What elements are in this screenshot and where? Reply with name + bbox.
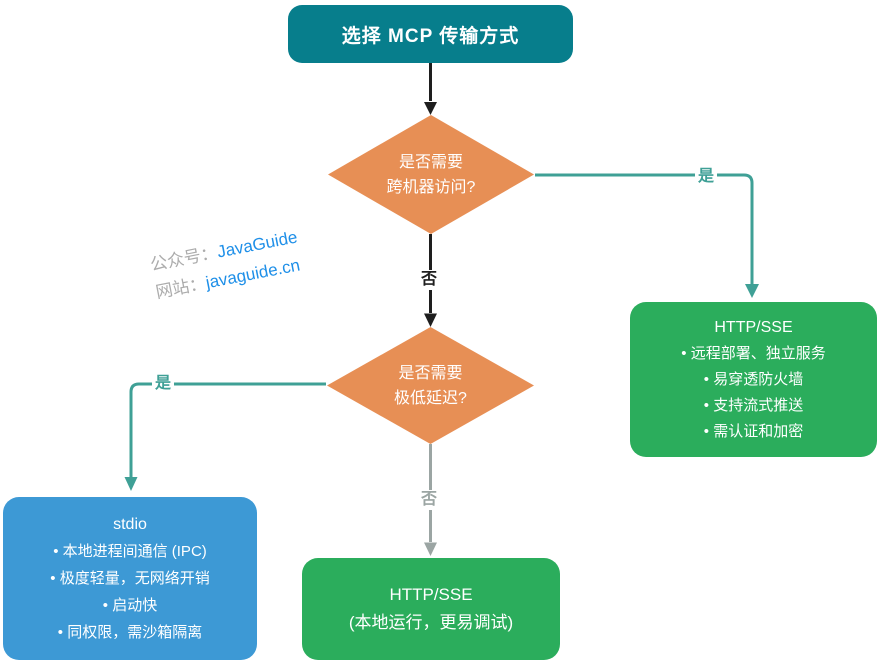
http-sse-local-title: HTTP/SSE	[389, 585, 473, 604]
decision2-text: 是否需要 极低延迟?	[394, 361, 467, 411]
stdio-bullets: • 本地进程间通信 (IPC) • 极度轻量，无网络开销 • 启动快 • 同权限，需沙…	[50, 538, 209, 646]
decision1-line1: 是否需要	[398, 153, 463, 171]
edge-label-no2: 否	[417, 490, 441, 510]
node-http-sse-remote: HTTP/SSE • 远程部署、独立服务 • 易穿透防火墙 • 支持流式推送 • 需认…	[630, 302, 877, 457]
bullet-item: • 本地进程间通信 (IPC)	[53, 543, 207, 560]
bullet-item: • 远程部署、独立服务	[681, 344, 826, 362]
edge-label-yes2: 是	[151, 374, 175, 394]
bullet-item: • 支持流式推送	[703, 396, 804, 414]
decision2-line2: 极低延迟?	[394, 389, 467, 407]
arrowhead-start-to-decision1	[424, 102, 437, 115]
edge-label-yes1: 是	[694, 167, 718, 187]
bullet-item: • 同权限，需沙箱隔离	[57, 624, 203, 641]
http-sse-remote-title: HTTP/SSE	[714, 318, 793, 336]
edge-decision1-yes	[535, 173, 754, 284]
arrowhead-decision1-yes	[745, 284, 759, 298]
http-sse-remote-bullets: • 远程部署、独立服务 • 易穿透防火墙 • 支持流式推送 • 需认证和加密	[681, 341, 825, 445]
http-sse-local-subtitle: (本地运行，更易调试)	[348, 613, 514, 632]
bullet-item: • 需认证和加密	[703, 422, 804, 440]
bullet-item: • 启动快	[102, 597, 158, 614]
watermark-line2-prefix: 网站：	[154, 273, 208, 303]
node-stdio: stdio • 本地进程间通信 (IPC)• 极度轻量，无网络开销• 启动快• …	[3, 497, 257, 660]
arrowhead-decision2-yes	[124, 477, 138, 491]
decision2-line1: 是否需要	[398, 364, 463, 382]
stdio-title: stdio	[113, 516, 147, 533]
decision1-line2: 跨机器访问?	[386, 178, 476, 196]
bullet-item: • 易穿透防火墙	[703, 370, 804, 388]
node-start: 选择 MCP 传输方式	[288, 5, 573, 63]
edge-decision2-yes	[129, 382, 326, 477]
arrowhead-decision1-no	[424, 313, 437, 327]
node-http-sse-local: HTTP/SSE (本地运行，更易调试)	[302, 558, 560, 660]
arrowhead-decision2-no	[424, 542, 437, 556]
bullet-item: • 极度轻量，无网络开销	[50, 570, 210, 587]
decision1-text: 是否需要 跨机器访问?	[387, 150, 476, 200]
edge-label-no1: 否	[417, 270, 441, 290]
start-label: 选择 MCP 传输方式	[341, 25, 520, 47]
